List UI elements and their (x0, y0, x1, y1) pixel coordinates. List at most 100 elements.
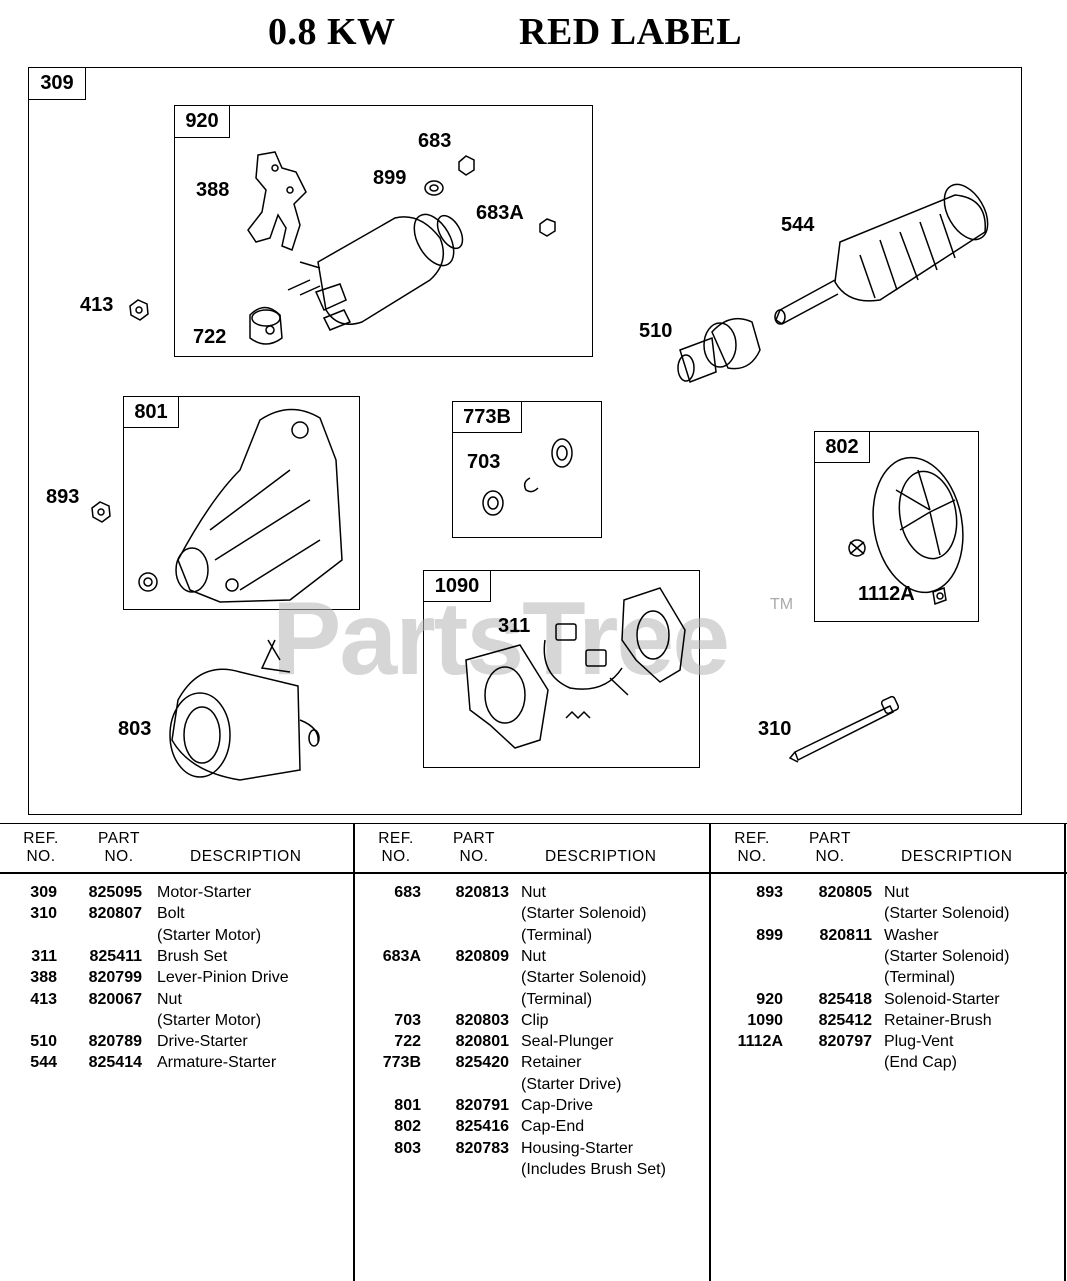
callout-683: 683 (418, 130, 452, 152)
part-description: Housing-Starter (521, 1139, 634, 1157)
table-row: (Starter Drive) (355, 1074, 708, 1095)
part-description: Lever-Pinion Drive (157, 969, 289, 987)
nut-413-icon (129, 299, 149, 321)
part-description: Motor-Starter (157, 884, 252, 901)
table-row: (Starter Motor) (0, 925, 353, 946)
table-row: (Starter Solenoid) (711, 946, 1064, 967)
housing-starter-icon (169, 639, 320, 781)
part-no: 820805 (818, 884, 872, 901)
table-row: (Starter Motor) (0, 1010, 353, 1031)
subassembly-frame-920 (174, 105, 593, 357)
part-description: Cap-Drive (521, 1097, 594, 1114)
callout-899: 899 (373, 167, 407, 189)
part-no: 825414 (88, 1054, 142, 1072)
ref-no: 803 (394, 1139, 421, 1157)
bolt-starter-motor-icon (788, 695, 900, 763)
ref-no: 1112A (737, 1033, 783, 1051)
table-row: 310 820807 Bolt (0, 903, 353, 924)
ref-box-801: 801 (123, 396, 179, 428)
ref-no: 899 (756, 926, 783, 944)
column-divider (709, 824, 711, 1281)
callout-544: 544 (781, 214, 815, 236)
part-description: (Starter Solenoid) (884, 905, 1010, 923)
ref-no: 413 (30, 990, 57, 1008)
washer-899-icon (424, 180, 444, 196)
table-row: (Starter Solenoid) (355, 903, 708, 924)
part-description: Cap-End (521, 1118, 585, 1136)
part-no: 820807 (88, 905, 142, 923)
table-row: (Terminal) (711, 967, 1064, 988)
nut-683-icon (458, 155, 475, 176)
part-no: 820791 (455, 1097, 509, 1114)
solenoid-starter-icon (287, 213, 464, 331)
ref-box-309: 309 (28, 67, 86, 100)
header-ref: REF.NO. (378, 830, 414, 865)
part-description: Clip (521, 1011, 549, 1029)
part-description: Retainer-Brush (884, 1011, 992, 1029)
table-row: (Starter Solenoid) (355, 967, 708, 988)
ref-no: 801 (394, 1097, 421, 1114)
table-row: (End Cap) (711, 1052, 1064, 1073)
plug-vent-icon (932, 586, 947, 606)
part-description: (End Cap) (884, 1054, 957, 1072)
brush-set-icon (543, 623, 629, 696)
subassembly-frame-773b (452, 401, 602, 538)
cap-drive-icon (175, 408, 343, 603)
ref-box-802: 802 (814, 431, 870, 463)
title-kw: 0.8 KW (268, 11, 396, 53)
part-description: Nut (157, 990, 182, 1008)
parts-illustration (91, 151, 989, 781)
callout-311: 311 (498, 615, 531, 637)
part-description: (Terminal) (521, 990, 593, 1008)
part-description: Brush Set (157, 947, 228, 965)
callout-310: 310 (758, 718, 792, 740)
brush-spring-icon (848, 539, 866, 557)
part-no: 820799 (88, 969, 142, 987)
part-no: 825416 (455, 1118, 509, 1136)
ref-no: 773B (382, 1054, 421, 1072)
part-description: Plug-Vent (884, 1033, 954, 1051)
ref-no: 1090 (747, 1011, 783, 1029)
table-row: (Terminal) (355, 989, 708, 1010)
ref-box-920: 920 (174, 105, 230, 138)
callout-1112a: 1112A (858, 583, 915, 605)
nut-893-icon (91, 501, 111, 523)
header-description: DESCRIPTION (545, 848, 657, 865)
ref-box-1090: 1090 (423, 570, 491, 602)
part-no: 825411 (89, 947, 142, 965)
part-description: Nut (521, 884, 546, 901)
part-no: 820789 (88, 1033, 142, 1051)
ref-no: 722 (394, 1033, 421, 1051)
ref-no: 510 (30, 1033, 57, 1051)
part-no: 825095 (88, 884, 142, 901)
callout-893: 893 (46, 486, 80, 508)
subassembly-frame-801 (123, 396, 360, 610)
ref-no: 683 (394, 884, 421, 901)
ref-no: 893 (756, 884, 783, 901)
part-description: Bolt (157, 905, 185, 923)
nut-683a-icon (539, 218, 556, 237)
ref-no: 388 (30, 969, 57, 987)
title-label: RED LABEL (519, 11, 743, 53)
armature-starter-icon (774, 183, 989, 325)
header-ref: REF.NO. (23, 830, 59, 865)
ref-no: 310 (30, 905, 57, 923)
retainer-brush-icon (465, 587, 686, 749)
part-description: Washer (884, 926, 939, 944)
part-no: 825420 (455, 1054, 509, 1072)
